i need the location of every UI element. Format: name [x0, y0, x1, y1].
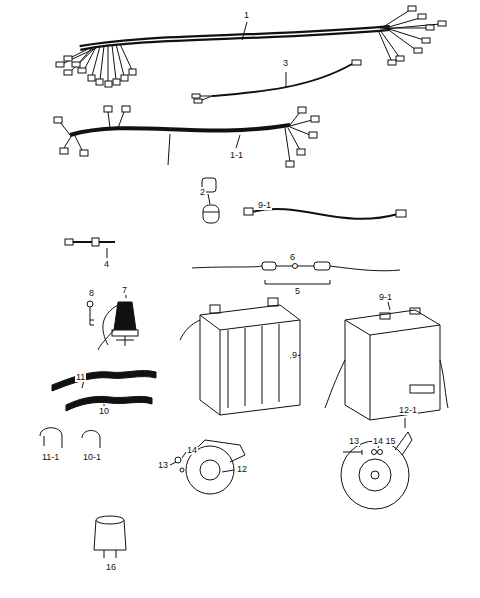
callout-number: 9 — [291, 350, 298, 360]
flasher-relay — [94, 516, 126, 558]
callout-number: 8 — [88, 288, 95, 298]
callout-number: 12 — [236, 464, 248, 474]
callout-number: 3 — [282, 58, 289, 68]
key — [87, 296, 94, 325]
callout-number: 1-1 — [229, 150, 244, 160]
large-horn — [341, 418, 412, 509]
callout-number: 13 — [157, 460, 169, 470]
callout-number: 10 — [98, 406, 110, 416]
bands — [52, 371, 156, 411]
main-wiring-harness — [56, 6, 446, 87]
ignition-switch — [98, 293, 138, 350]
sub-harness — [54, 106, 319, 167]
callout-number: 9-1 — [257, 200, 272, 210]
callout-number: 1 — [243, 10, 250, 20]
callout-number: 7 — [121, 285, 128, 295]
callout-number: 16 — [105, 562, 117, 572]
clips — [40, 428, 100, 448]
callout-number: 9-1 — [378, 292, 393, 302]
callout-number: 2 — [199, 187, 206, 197]
callout-number: 11 — [75, 372, 86, 382]
callout-number: 5 — [294, 286, 301, 296]
callout-number: 11-1 — [41, 452, 60, 462]
small-battery — [325, 302, 448, 420]
callout-number: 4 — [103, 259, 110, 269]
connector-lead — [65, 238, 115, 258]
callout-number: 13 — [348, 436, 360, 446]
callout-number: 6 — [289, 252, 296, 262]
horn — [170, 440, 245, 494]
callout-number: 10-1 — [82, 452, 102, 462]
callout-number: 12-1 — [398, 405, 418, 415]
callout-number: 14 15 — [372, 436, 397, 446]
callout-number: 14 — [186, 445, 198, 455]
cable — [192, 60, 361, 103]
battery — [180, 298, 300, 415]
socket — [202, 178, 219, 223]
fuse-holder — [192, 262, 400, 284]
